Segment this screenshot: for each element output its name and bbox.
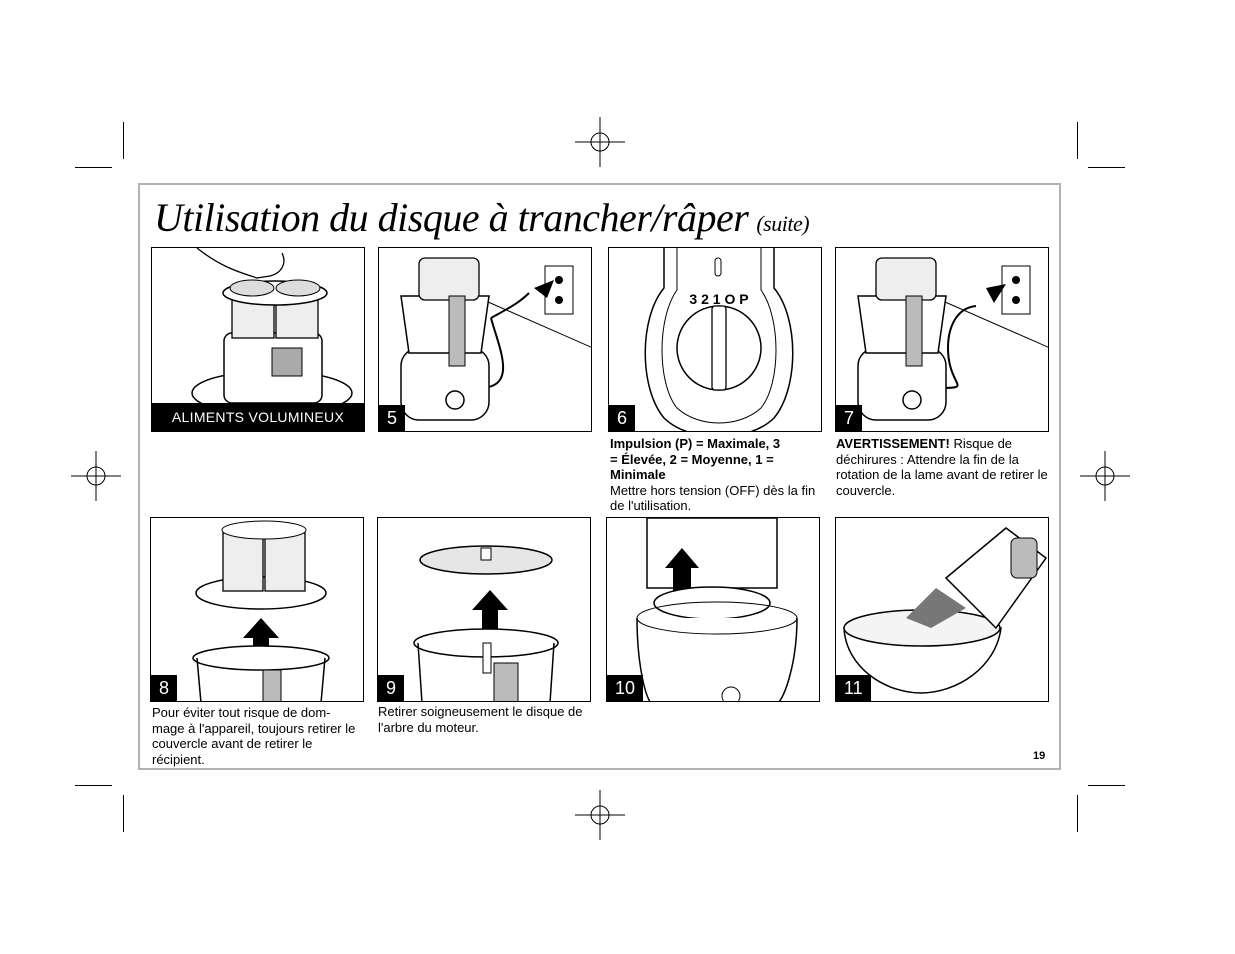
remove-bowl-illustration bbox=[636, 518, 798, 701]
plug-in-illustration bbox=[400, 257, 591, 421]
step-6-caption: Impulsion (P) = Maximale, 3 = Élevée, 2 … bbox=[610, 436, 825, 514]
unplug-illustration bbox=[857, 257, 1048, 421]
warning-label: AVERTISSEMENT! bbox=[836, 436, 950, 451]
page-title: Utilisation du disque à trancher/râper (s… bbox=[154, 194, 810, 241]
page-frame bbox=[138, 183, 1061, 770]
warning-text: Risque de déchirures : Attendre la fin d… bbox=[836, 436, 1048, 498]
page-number: 19 bbox=[1033, 750, 1046, 762]
power-off-text: Mettre hors tension (OFF) dès la fin de … bbox=[610, 482, 816, 514]
step-number: 11 bbox=[836, 675, 871, 701]
step-8-illustration: 8 bbox=[150, 517, 364, 702]
step-10-illustration: 10 bbox=[606, 517, 820, 702]
dial-marks: 3 2 1 O P bbox=[689, 291, 748, 307]
step-9-illustration: 9 bbox=[377, 517, 591, 702]
crop-mark bbox=[1077, 795, 1078, 832]
crop-mark bbox=[1088, 167, 1125, 168]
step-number: 8 bbox=[151, 675, 178, 701]
step-number: 6 bbox=[609, 405, 636, 431]
step-number: 9 bbox=[378, 675, 405, 701]
step-6-illustration: 3 2 1 O P 6 bbox=[608, 247, 822, 432]
registration-mark-icon bbox=[575, 790, 625, 840]
crop-mark bbox=[1077, 122, 1078, 159]
step-number: 5 bbox=[379, 405, 406, 431]
step-11-illustration: 11 bbox=[835, 517, 1049, 702]
step-8-caption: Pour éviter tout risque de dom-mage à l'… bbox=[152, 705, 356, 767]
speed-settings-text: Impulsion (P) = Maximale, 3 = Élevée, 2 … bbox=[610, 436, 781, 482]
remove-cover-illustration bbox=[192, 520, 330, 701]
crop-mark bbox=[123, 122, 124, 159]
crop-mark bbox=[1088, 785, 1125, 786]
bulky-foods-banner: ALIMENTS VOLUMINEUX bbox=[152, 403, 364, 431]
crop-mark bbox=[75, 785, 112, 786]
registration-mark-icon bbox=[1080, 451, 1130, 501]
step-7-illustration: 7 bbox=[835, 247, 1049, 432]
crop-mark bbox=[123, 795, 124, 832]
step-9-caption: Retirer soigneusement le disque de l'arb… bbox=[378, 704, 583, 735]
step-7-caption: AVERTISSEMENT! Risque de déchirures : At… bbox=[836, 436, 1048, 498]
title-main: Utilisation du disque à trancher/râper bbox=[154, 195, 749, 240]
step-4-illustration: ALIMENTS VOLUMINEUX bbox=[151, 247, 365, 432]
speed-dial-illustration: 3 2 1 O P bbox=[644, 248, 794, 431]
step-number: 7 bbox=[836, 405, 863, 431]
step-5-illustration: 5 bbox=[378, 247, 592, 432]
pour-food-illustration bbox=[843, 527, 1048, 694]
title-suffix: (suite) bbox=[756, 211, 810, 236]
registration-mark-icon bbox=[575, 117, 625, 167]
remove-disc-illustration bbox=[413, 545, 559, 701]
step-number: 10 bbox=[607, 675, 644, 701]
registration-mark-icon bbox=[71, 451, 121, 501]
crop-mark bbox=[75, 167, 112, 168]
